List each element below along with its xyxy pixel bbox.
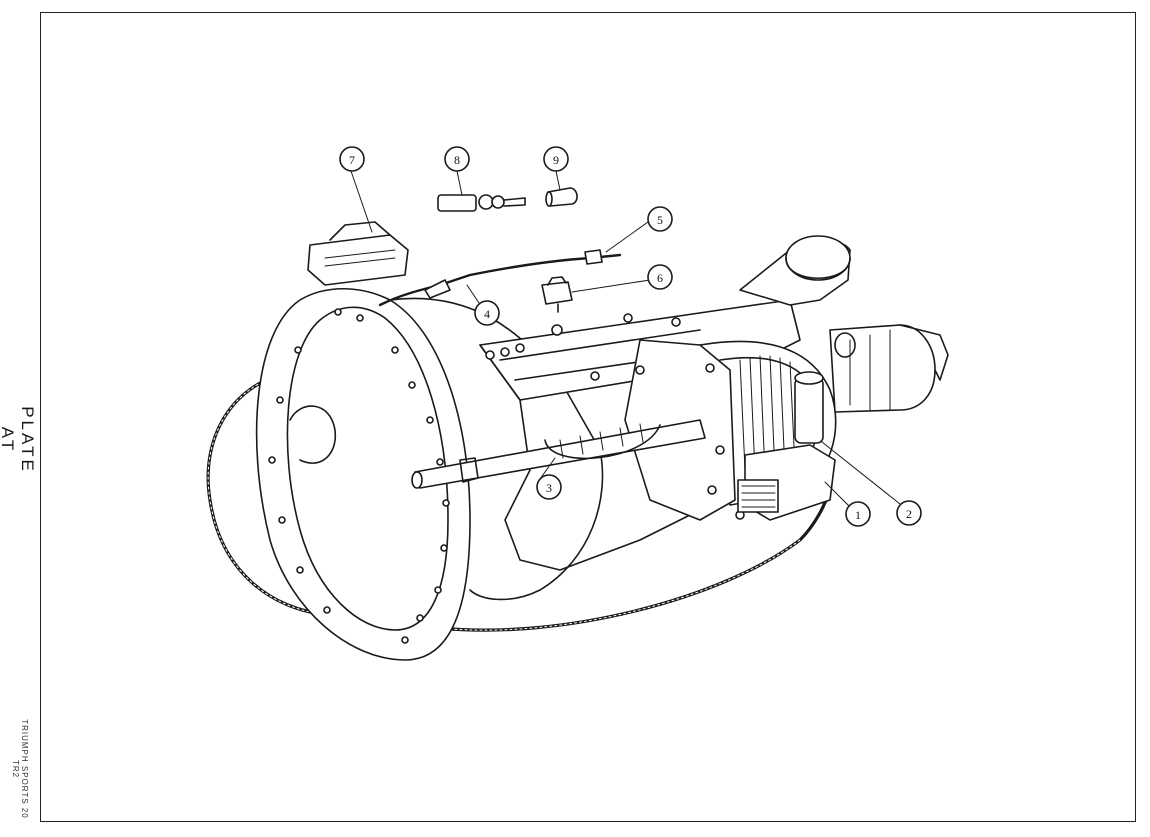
- speedometer-drive-cable: [378, 249, 622, 307]
- solenoid-assembly: [737, 371, 836, 521]
- callout-1: 1: [845, 501, 871, 527]
- plate-border: [40, 12, 1136, 822]
- callout-3: 3: [536, 474, 562, 500]
- svg-text:9: 9: [553, 153, 559, 167]
- callout-6: 6: [647, 264, 673, 290]
- svg-text:7: 7: [349, 153, 355, 167]
- callout-7: 7: [339, 146, 365, 172]
- svg-text:5: 5: [657, 213, 663, 227]
- svg-text:6: 6: [657, 271, 663, 285]
- rear-extension-housing: [739, 235, 851, 306]
- part-7-relay: [307, 221, 409, 286]
- mainshaft: [411, 419, 706, 489]
- callout-4: 4: [474, 300, 500, 326]
- part-8-switch: [437, 194, 526, 212]
- svg-text:3: 3: [546, 481, 552, 495]
- svg-text:4: 4: [484, 307, 490, 321]
- svg-text:1: 1: [855, 508, 861, 522]
- svg-text:2: 2: [906, 507, 912, 521]
- callout-9: 9: [543, 146, 569, 172]
- part-6-switch: [541, 276, 573, 313]
- callout-5: 5: [647, 206, 673, 232]
- callout-2: 2: [896, 500, 922, 526]
- svg-text:8: 8: [454, 153, 460, 167]
- callout-8: 8: [444, 146, 470, 172]
- part-9-cap: [545, 187, 578, 207]
- bell-housing: [255, 287, 604, 661]
- leader-lines: [350, 170, 901, 507]
